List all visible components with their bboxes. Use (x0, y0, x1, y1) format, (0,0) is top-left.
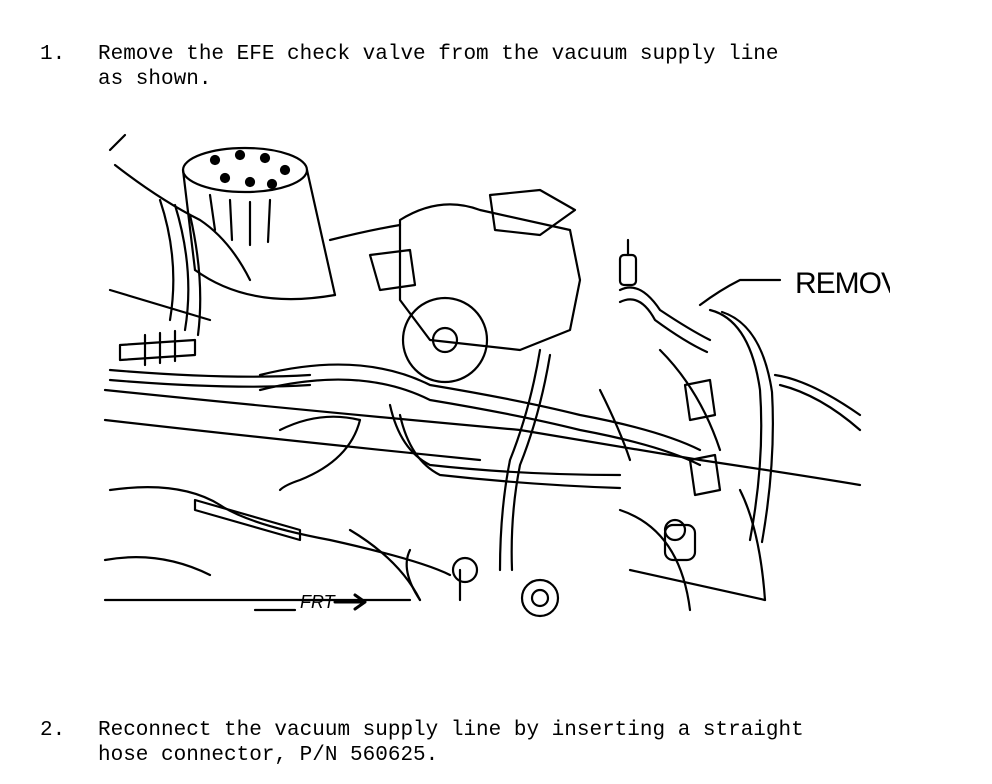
intake-manifold (103, 388, 862, 612)
remove-leader-line (698, 278, 782, 307)
step-text-line-1: Reconnect the vacuum supply line by inse… (98, 719, 804, 742)
front-direction-indicator: FRT (253, 592, 367, 612)
step-text: Remove the EFE check valve from the vacu… (98, 42, 779, 92)
front-label: FRT (300, 592, 337, 612)
step-number: 1. (40, 43, 66, 66)
step-text-line-1: Remove the EFE check valve from the vacu… (98, 43, 779, 66)
arrow-right-icon (333, 593, 367, 611)
efe-check-valve (618, 238, 862, 562)
distributor-cap (181, 146, 337, 301)
engine-vacuum-line-illustration: REMOVE FRT (100, 130, 890, 630)
lower-fittings (405, 518, 687, 618)
step-text-line-2: as shown. (98, 68, 212, 91)
step-text: Reconnect the vacuum supply line by inse… (98, 718, 804, 768)
vacuum-hose-bundle (258, 348, 722, 572)
remove-callout: REMOVE (795, 267, 890, 300)
ignition-wires (108, 133, 312, 388)
step-number: 2. (40, 719, 66, 742)
step-text-line-2: hose connector, P/N 560625. (98, 744, 439, 767)
carburetor (328, 188, 582, 384)
